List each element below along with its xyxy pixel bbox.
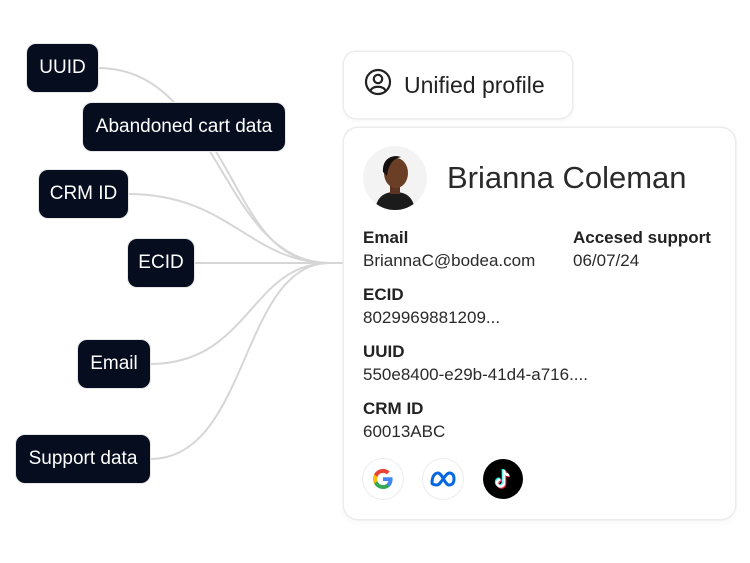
tiktok-icon[interactable]	[483, 459, 523, 499]
source-chip-abandoned-cart[interactable]: Abandoned cart data	[83, 103, 285, 151]
google-icon[interactable]	[363, 459, 403, 499]
avatar	[363, 146, 427, 210]
source-chip-uuid[interactable]: UUID	[27, 44, 98, 92]
uuid-value: 550e8400-e29b-41d4-a716....	[363, 365, 588, 384]
connector-uuid	[97, 67, 331, 264]
chip-label: Email	[90, 353, 138, 374]
chip-label: Support data	[28, 448, 138, 469]
user-circle-icon	[364, 68, 392, 102]
chip-label: ECID	[138, 252, 184, 273]
source-chip-crm-id[interactable]: CRM ID	[39, 170, 128, 218]
accessed-support-label: Accesed support	[573, 228, 711, 247]
crm-id-label: CRM ID	[363, 399, 424, 418]
connector-support-data	[149, 262, 331, 460]
source-chip-email[interactable]: Email	[78, 340, 150, 388]
chip-label: CRM ID	[49, 183, 118, 204]
ecid-label: ECID	[363, 285, 404, 304]
uuid-label: UUID	[363, 342, 405, 361]
source-chip-ecid[interactable]: ECID	[128, 239, 194, 287]
crm-id-value: 60013ABC	[363, 422, 446, 441]
unified-profile-title: Unified profile	[404, 71, 545, 98]
profile-name: Brianna Coleman	[447, 160, 687, 195]
meta-icon[interactable]	[423, 459, 463, 499]
email-value: BriannaC@bodea.com	[363, 251, 536, 270]
unified-profile-header: Unified profile	[344, 52, 572, 118]
chip-label: Abandoned cart data	[95, 116, 273, 137]
email-label: Email	[363, 228, 409, 247]
accessed-support-value: 06/07/24	[573, 251, 640, 270]
source-chip-support-data[interactable]: Support data	[16, 435, 150, 483]
connector-email	[149, 262, 331, 365]
connector-crm-id	[127, 193, 331, 264]
ecid-value: 8029969881209...	[363, 308, 501, 327]
profile-card: Brianna Coleman Email BriannaC@bodea.com…	[344, 128, 735, 519]
chip-label: UUID	[39, 57, 86, 78]
